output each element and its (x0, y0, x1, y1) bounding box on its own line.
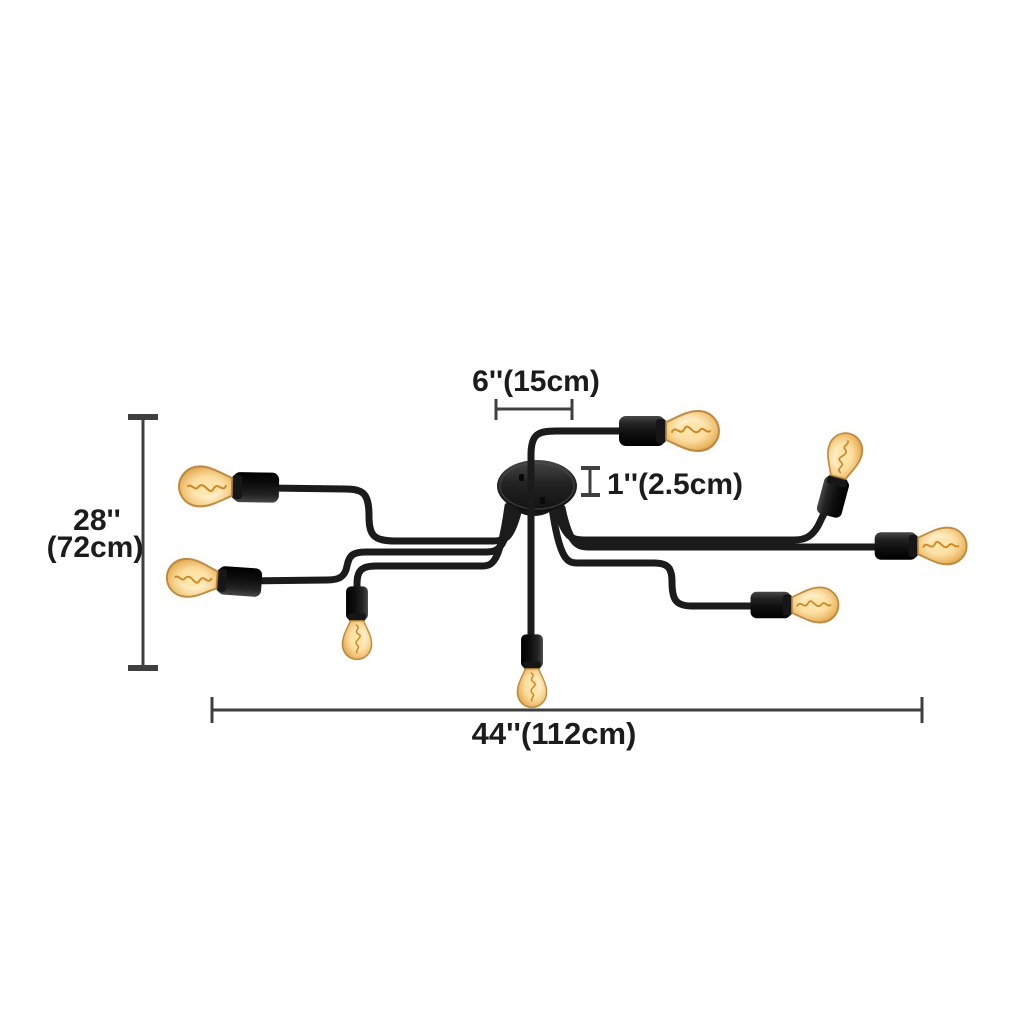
bulb-left-hanging (332, 585, 382, 672)
ceiling-light-fixture (149, 398, 982, 720)
canopy-rim (499, 462, 575, 510)
canopy-screw (519, 474, 524, 481)
dim-canopy-height: 1''(2.5cm) (581, 466, 743, 501)
dim-fixture-width-label: 44''(112cm) (472, 716, 637, 751)
bulb-far-right (873, 515, 982, 577)
bulb-upper-right (800, 413, 881, 524)
bulb-center-hanging (507, 633, 557, 720)
arm-right (558, 504, 890, 551)
bulb-lower-right (749, 575, 853, 635)
arm-left-drop (353, 502, 512, 602)
arm-top-and-center-drop (527, 427, 636, 656)
bulb-top (618, 398, 735, 464)
arm-upper-right (552, 491, 837, 544)
canopy (497, 460, 577, 512)
bulb-lower-left (149, 544, 265, 615)
dim-fixture-height-label-cm: (72cm) (47, 531, 144, 564)
dim-fixture-height: 28'' (72cm) (47, 414, 158, 671)
dim-fixture-height-label-in: 28'' (73, 504, 121, 537)
dimension-annotations: 6''(15cm) 1''(2.5cm) 28'' (72cm) 44''(11… (47, 365, 924, 751)
arm-upper-left (264, 484, 524, 545)
arm-lower-right (548, 504, 766, 610)
dim-canopy-width-label: 6''(15cm) (472, 365, 600, 398)
dim-fixture-width: 44''(112cm) (210, 697, 924, 751)
dim-canopy-width: 6''(15cm) (472, 365, 600, 420)
canopy-screw (540, 497, 545, 504)
bulb-upper-left (162, 452, 281, 521)
dim-canopy-height-label: 1''(2.5cm) (607, 468, 743, 501)
